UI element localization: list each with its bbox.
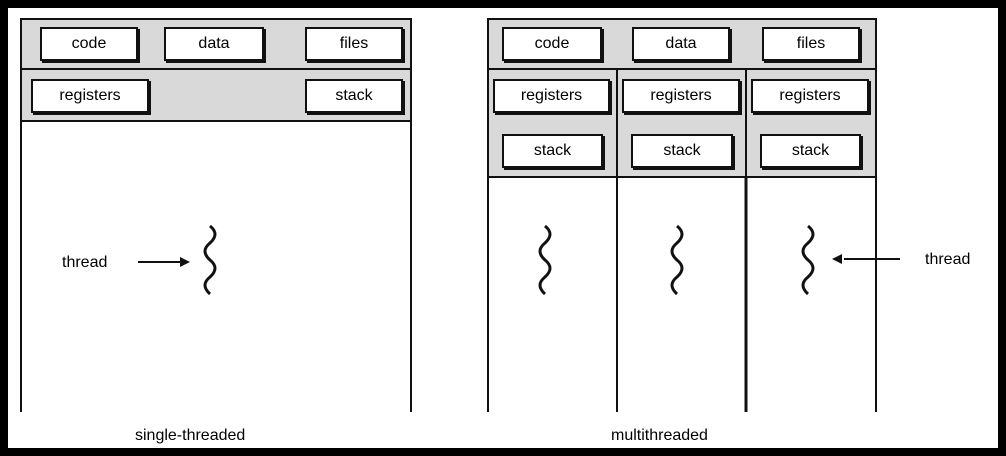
multi-data-box: data [632,27,730,61]
multi-thread-squiggle-3 [801,224,815,296]
multi-thread-arrow-head [832,254,842,264]
multi-thread-1-registers-box: registers [493,79,610,113]
single-threaded-caption: single-threaded [135,427,246,444]
single-registers-box: registers [31,79,149,113]
single-code-box: code [40,27,138,61]
single-thread-squiggle [203,224,217,296]
multi-thread-squiggle-1 [538,224,552,296]
multi-thread-3-registers-box: registers [751,79,869,113]
multi-files-box: files [762,27,860,61]
single-thread-label: thread [62,254,108,271]
single-stack-box: stack [305,79,403,113]
multi-thread-squiggle-2 [670,224,684,296]
multi-thread-3-stack-box: stack [760,134,861,168]
multi-thread-1-stack-box: stack [502,134,603,168]
multi-thread-2-registers-box: registers [622,79,740,113]
single-thread-arrow-head [180,257,190,267]
single-files-box: files [305,27,403,61]
single-data-box: data [164,27,264,61]
multi-code-box: code [502,27,602,61]
multi-thread-label: thread [925,251,971,268]
multi-thread-2-stack-box: stack [631,134,733,168]
multithreaded-caption: multithreaded [611,427,708,444]
